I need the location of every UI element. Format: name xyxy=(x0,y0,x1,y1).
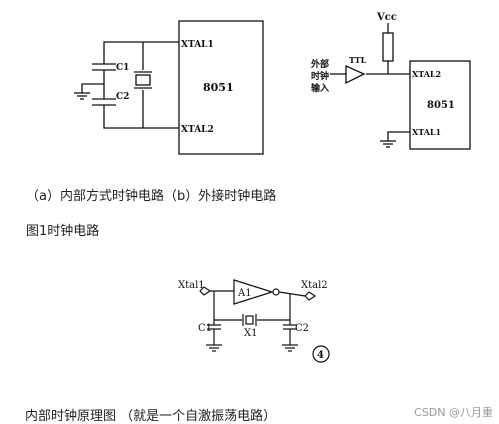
wire-amp-output xyxy=(278,291,306,297)
chip-8051-b xyxy=(409,60,471,150)
crystal-x1-body xyxy=(245,315,254,325)
label-c1-c: C1 xyxy=(198,323,212,334)
watermark: CSDN @八月重 xyxy=(414,406,493,419)
label-ttl: TTL xyxy=(349,55,367,65)
figure-number-badge xyxy=(312,345,330,363)
badge-number: 4 xyxy=(317,350,324,361)
wire-ground-a xyxy=(81,83,104,93)
label-c2-c: C2 xyxy=(295,323,309,334)
label-chip-a: 8051 xyxy=(203,81,234,94)
label-ext-input-3: 输入 xyxy=(311,82,329,94)
caption-figure-1: 图1时钟电路 xyxy=(26,224,100,239)
label-amp-a1: A1 xyxy=(237,288,252,299)
caption-internal-clock: 内部时钟原理图 （就是一个自激振荡电路） xyxy=(25,409,277,424)
caption-figure-ab: （a）内部方式时钟电路（b）外接时钟电路 xyxy=(26,189,277,204)
label-xtal2-b: XTAL2 xyxy=(412,69,441,79)
label-xtal2-c: Xtal2 xyxy=(301,280,328,291)
label-xtal1-c: Xtal1 xyxy=(178,280,205,291)
xtal2-connector xyxy=(304,291,317,301)
chip-8051-a xyxy=(178,20,264,155)
figure-a-internal-clock xyxy=(74,20,264,155)
label-ext-input-1: 外部 xyxy=(310,58,329,70)
wire-xtal2-a xyxy=(103,105,179,129)
label-xtal2-a: XTAL2 xyxy=(181,125,214,135)
figure-b-external-clock xyxy=(330,23,471,150)
pullup-resistor xyxy=(382,32,394,62)
label-xtal1-b: XTAL1 xyxy=(412,127,441,137)
label-crystal-x1: X1 xyxy=(244,328,257,339)
label-ext-input-2: 时钟 xyxy=(311,70,329,82)
ttl-buffer xyxy=(345,64,366,85)
label-vcc: Vcc xyxy=(376,12,397,23)
crystal-body xyxy=(135,74,151,86)
wire-xtal1-a xyxy=(103,41,179,64)
label-c2-a: C2 xyxy=(116,92,129,102)
label-xtal1-a: XTAL1 xyxy=(181,40,214,50)
label-chip-b: 8051 xyxy=(427,100,455,111)
label-c1-a: C1 xyxy=(116,63,129,73)
wire-xtal1-b xyxy=(387,131,410,141)
amp-a1 xyxy=(233,279,274,305)
figure-c-oscillator xyxy=(199,279,330,363)
